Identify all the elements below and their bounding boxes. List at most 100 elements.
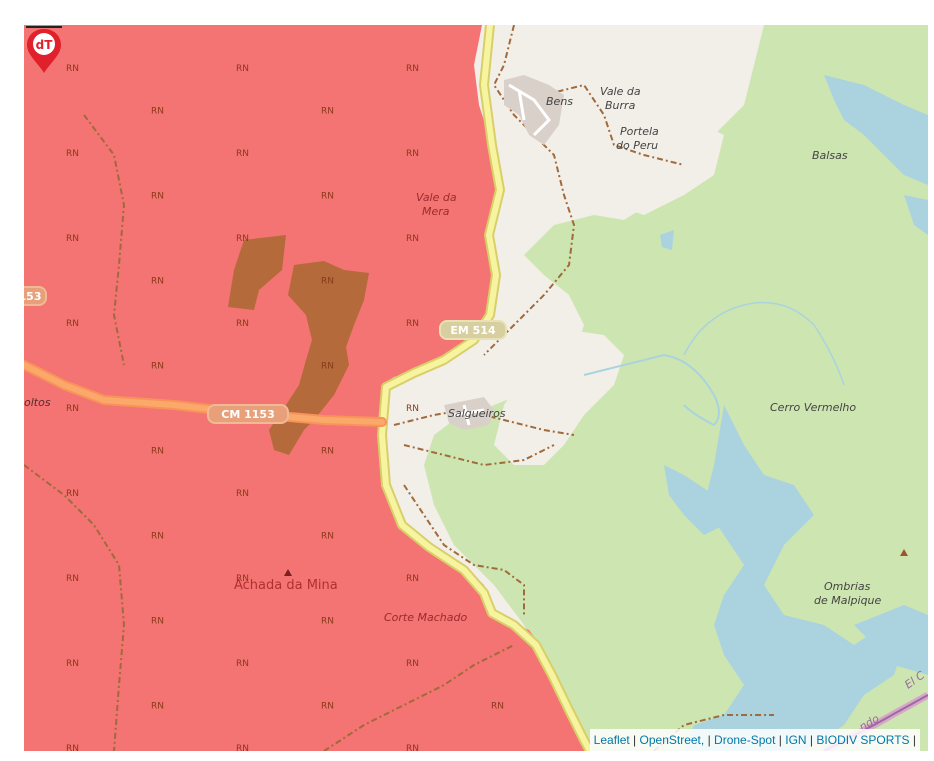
attribution-link-dronespot[interactable]: Drone-Spot: [714, 733, 776, 747]
place-label: de Malpique: [814, 594, 882, 607]
reserve-code-label: RN: [236, 149, 249, 159]
water-inlet: [824, 75, 928, 185]
map-view[interactable]: RN RN RN RN RN RN RN RN RN RN RN RN RN RN RN RN RN RN RN RN…: [24, 25, 928, 751]
peak-icon: [284, 569, 292, 576]
place-label: Vale da: [600, 85, 641, 98]
reserve-code-label: RN: [151, 192, 164, 202]
reserve-code-label: RN: [321, 277, 334, 287]
reserve-code-labels: RN RN RN RN RN RN RN RN RN RN RN RN RN RN RN RN RN RN RN RN…: [66, 64, 504, 751]
place-label-achada: Achada da Mina: [234, 578, 338, 593]
place-label: Vale da: [416, 191, 457, 204]
reserve-code-label: RN: [321, 532, 334, 542]
water-pond: [660, 230, 674, 250]
reserve-code-label: RN: [406, 64, 419, 74]
water-branch: [664, 465, 724, 535]
place-label: oltos: [24, 396, 51, 409]
reserve-code-label: RN: [321, 362, 334, 372]
road-shield-153: 153: [24, 286, 47, 306]
road-shield-label: 153: [24, 290, 41, 303]
reserve-code-label: RN: [66, 234, 79, 244]
reserve-code-label: RN: [321, 107, 334, 117]
brown-patch: [269, 261, 369, 455]
reserve-code-label: RN: [236, 64, 249, 74]
reserve-code-label: RN: [151, 702, 164, 712]
attribution-link-leaflet[interactable]: Leaflet: [593, 733, 630, 747]
place-label: Portela: [620, 125, 659, 138]
reserve-code-label: RN: [236, 234, 249, 244]
land-clearing: [584, 105, 724, 215]
land-clearing: [494, 325, 624, 465]
reserve-code-label: RN: [66, 489, 79, 499]
reserve-code-label: RN: [321, 702, 334, 712]
reserve-code-label: RN: [406, 744, 419, 751]
brown-patch: [228, 235, 286, 310]
track-line: [323, 644, 515, 751]
reserve-code-label: RN: [236, 319, 249, 329]
attribution-separator: |: [633, 733, 637, 747]
reserve-code-label: RN: [66, 319, 79, 329]
place-label: do Peru: [616, 139, 658, 152]
place-label: Mera: [422, 205, 450, 218]
reserve-code-label: RN: [236, 659, 249, 669]
road-shield-label: CM 1153: [221, 408, 274, 421]
road-em514: [379, 25, 593, 751]
reserve-code-label: RN: [491, 702, 504, 712]
road-cm1153-core: [24, 362, 385, 425]
reserve-code-label: RN: [321, 192, 334, 202]
reserve-code-label: RN: [66, 149, 79, 159]
place-label: Balsas: [812, 149, 848, 162]
reserve-code-label: RN: [406, 319, 419, 329]
reserve-code-label: RN: [236, 489, 249, 499]
water-reservoir: [684, 405, 904, 751]
road-shield-em514: EM 514: [439, 320, 507, 340]
reserve-code-label: RN: [151, 277, 164, 287]
reserve-code-label: RN: [66, 659, 79, 669]
attribution-separator: |: [809, 733, 814, 747]
water-inlet: [854, 605, 928, 675]
attribution-separator: |: [707, 733, 711, 747]
reserve-code-label: RN: [406, 149, 419, 159]
place-label: Burra: [605, 99, 636, 112]
reserve-code-label: RN: [151, 107, 164, 117]
reserve-code-label: RN: [151, 447, 164, 457]
reserve-code-label: RN: [406, 574, 419, 584]
attribution-separator: |: [912, 733, 916, 747]
reserve-code-label: RN: [66, 404, 79, 414]
attribution-link-openstreet[interactable]: OpenStreet,: [639, 733, 705, 747]
reserve-code-label: RN: [151, 362, 164, 372]
track-line: [393, 408, 575, 436]
attribution-link-ign[interactable]: IGN: [785, 733, 807, 747]
river-line: [583, 353, 720, 427]
reserve-code-label: RN: [406, 659, 419, 669]
place-label: Ombrias: [824, 580, 871, 593]
track-line: [83, 114, 126, 366]
road-shield-label: EM 514: [450, 324, 496, 337]
reserve-code-label: RN: [236, 574, 249, 584]
road-shield-cm1153: CM 1153: [207, 404, 289, 424]
reserve-code-label: RN: [151, 532, 164, 542]
map-attribution: Leaflet | OpenStreet, | Drone-Spot | IGN…: [589, 729, 920, 751]
marker-label: dT: [36, 38, 54, 52]
drone-spot-marker-icon[interactable]: dT: [24, 25, 64, 75]
attribution-separator: |: [778, 733, 782, 747]
reserve-code-label: RN: [66, 574, 79, 584]
white-streets: [453, 83, 551, 426]
river-line: [683, 301, 845, 386]
track-line: [543, 83, 685, 166]
reserve-code-label: RN: [406, 404, 419, 414]
reserve-code-label: RN: [66, 64, 79, 74]
place-label: Bens: [546, 95, 573, 108]
peak-icon: [900, 549, 908, 556]
reserve-code-label: RN: [321, 447, 334, 457]
reserve-code-label: RN: [406, 234, 419, 244]
attribution-link-biodiv[interactable]: BIODIV SPORTS: [816, 733, 910, 747]
place-label: Salgueiros: [448, 407, 506, 420]
track-line: [403, 484, 525, 615]
reserve-code-label: RN: [66, 744, 79, 751]
map-tiles[interactable]: RN RN RN RN RN RN RN RN RN RN RN RN RN RN RN RN RN RN RN RN…: [24, 25, 928, 751]
place-label: Cerro Vermelho: [770, 401, 856, 414]
forest-area: [424, 25, 928, 751]
reserve-code-label: RN: [151, 617, 164, 627]
place-label: Corte Machado: [384, 611, 467, 624]
